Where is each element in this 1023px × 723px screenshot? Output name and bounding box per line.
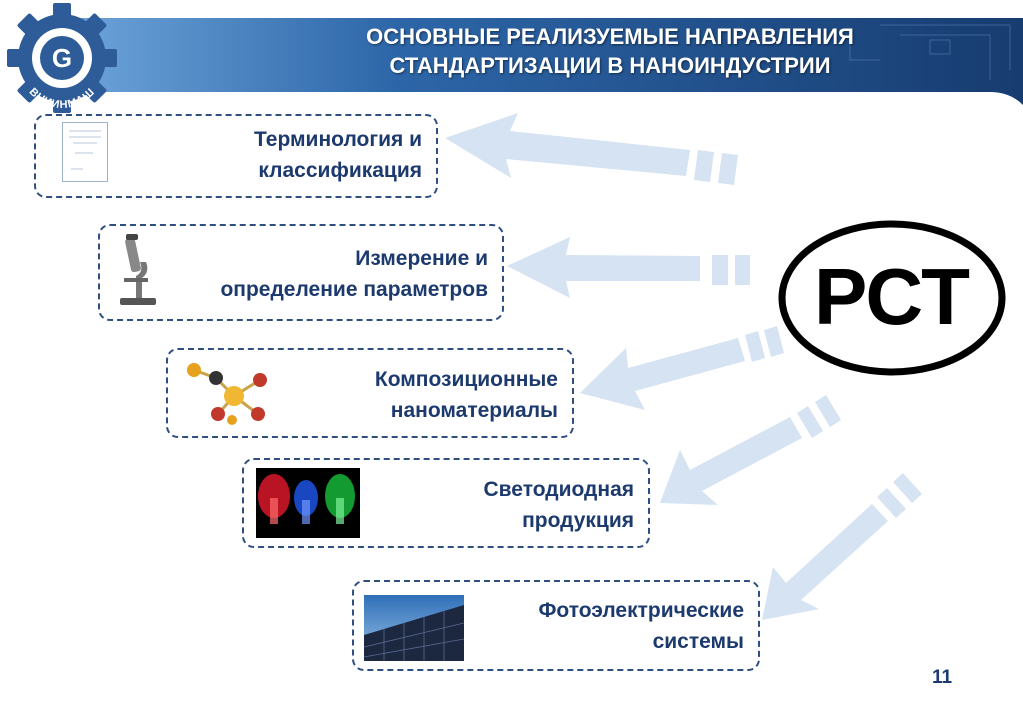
card-line-2: определение параметров bbox=[220, 278, 488, 301]
gear-logo-icon: G ВНИИНМАШ bbox=[7, 3, 117, 113]
page-title: ОСНОВНЫЕ РЕАЛИЗУЕМЫЕ НАПРАВЛЕНИЯ СТАНДАР… bbox=[300, 22, 920, 80]
card-line-1: Терминология и bbox=[254, 128, 422, 151]
gost-mark-text: РСТ bbox=[814, 252, 970, 341]
card-line-2: системы bbox=[652, 630, 744, 653]
card-composite-nanomaterials: Композиционные наноматериалы bbox=[166, 348, 574, 438]
card-photovoltaic-systems: Фотоэлектрические системы bbox=[352, 580, 760, 671]
molecule-icon bbox=[184, 358, 274, 435]
card-line-2: классификация bbox=[258, 159, 422, 182]
card-line-2: наноматериалы bbox=[390, 399, 558, 422]
header-banner: ОСНОВНЫЕ РЕАЛИЗУЕМЫЕ НАПРАВЛЕНИЯ СТАНДАР… bbox=[0, 0, 1023, 105]
header-background bbox=[60, 18, 1023, 105]
arrow-1-icon bbox=[445, 113, 738, 185]
document-icon bbox=[62, 122, 108, 182]
card-led-label: Светодиодная продукция bbox=[484, 474, 635, 536]
vniinmash-logo: G ВНИИНМАШ bbox=[6, 2, 118, 114]
card-led-products: Светодиодная продукция bbox=[242, 458, 650, 548]
card-line-1: Композиционные bbox=[374, 368, 558, 391]
arrow-3-icon bbox=[580, 326, 784, 410]
card-composite-label: Композиционные наноматериалы bbox=[375, 364, 558, 426]
microscope-icon bbox=[116, 232, 162, 313]
card-terminology-label: Терминология и классификация bbox=[254, 124, 422, 186]
title-line-1: ОСНОВНЫЕ РЕАЛИЗУЕМЫЕ НАПРАВЛЕНИЯ bbox=[366, 24, 854, 49]
card-measurement-label: Измерение и определение параметров bbox=[220, 243, 488, 305]
card-measurement: Измерение и определение параметров bbox=[98, 224, 504, 321]
solar-panel-icon bbox=[363, 595, 465, 666]
title-line-2: СТАНДАРТИЗАЦИИ В НАНОИНДУСТРИИ bbox=[389, 53, 831, 78]
led-icon bbox=[256, 468, 360, 543]
card-line-1: Измерение и bbox=[355, 247, 488, 270]
logo-letter: G bbox=[52, 43, 72, 73]
card-line-1: Светодиодная bbox=[483, 478, 635, 501]
arrow-5-icon bbox=[762, 473, 922, 620]
gost-r-icon: РСТ bbox=[778, 220, 1006, 376]
gost-r-mark: РСТ bbox=[777, 218, 1007, 378]
card-line-1: Фотоэлектрические bbox=[538, 599, 744, 622]
card-photovoltaic-label: Фотоэлектрические системы bbox=[538, 595, 744, 657]
card-line-2: продукция bbox=[522, 509, 634, 532]
arrow-4-icon bbox=[660, 395, 841, 505]
card-terminology: Терминология и классификация bbox=[34, 114, 438, 198]
page-number: 11 bbox=[932, 667, 953, 688]
arrow-2-icon bbox=[507, 237, 750, 298]
